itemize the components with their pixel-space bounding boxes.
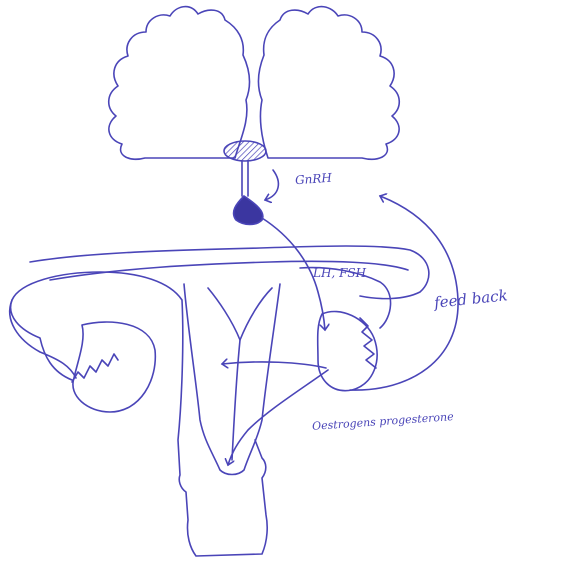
right-ovary xyxy=(318,311,377,390)
lh-fsh-label: LH, FSH xyxy=(313,266,366,280)
pituitary-gland xyxy=(234,196,263,225)
left-ovary xyxy=(73,322,155,412)
brain-right-hemisphere xyxy=(258,7,399,160)
gnrh-arrow xyxy=(265,170,278,200)
uterus-cavity xyxy=(208,288,272,340)
hypothalamus xyxy=(224,141,266,161)
pituitary-stalk xyxy=(242,161,248,196)
right-ovary-fimbriae xyxy=(360,318,376,368)
left-tube xyxy=(10,300,76,378)
uterus-outer xyxy=(11,272,268,556)
gnrh-label: GnRH xyxy=(295,171,333,188)
brain-left-hemisphere xyxy=(109,7,250,160)
hormone-arrow-uterus-lining xyxy=(228,370,328,465)
